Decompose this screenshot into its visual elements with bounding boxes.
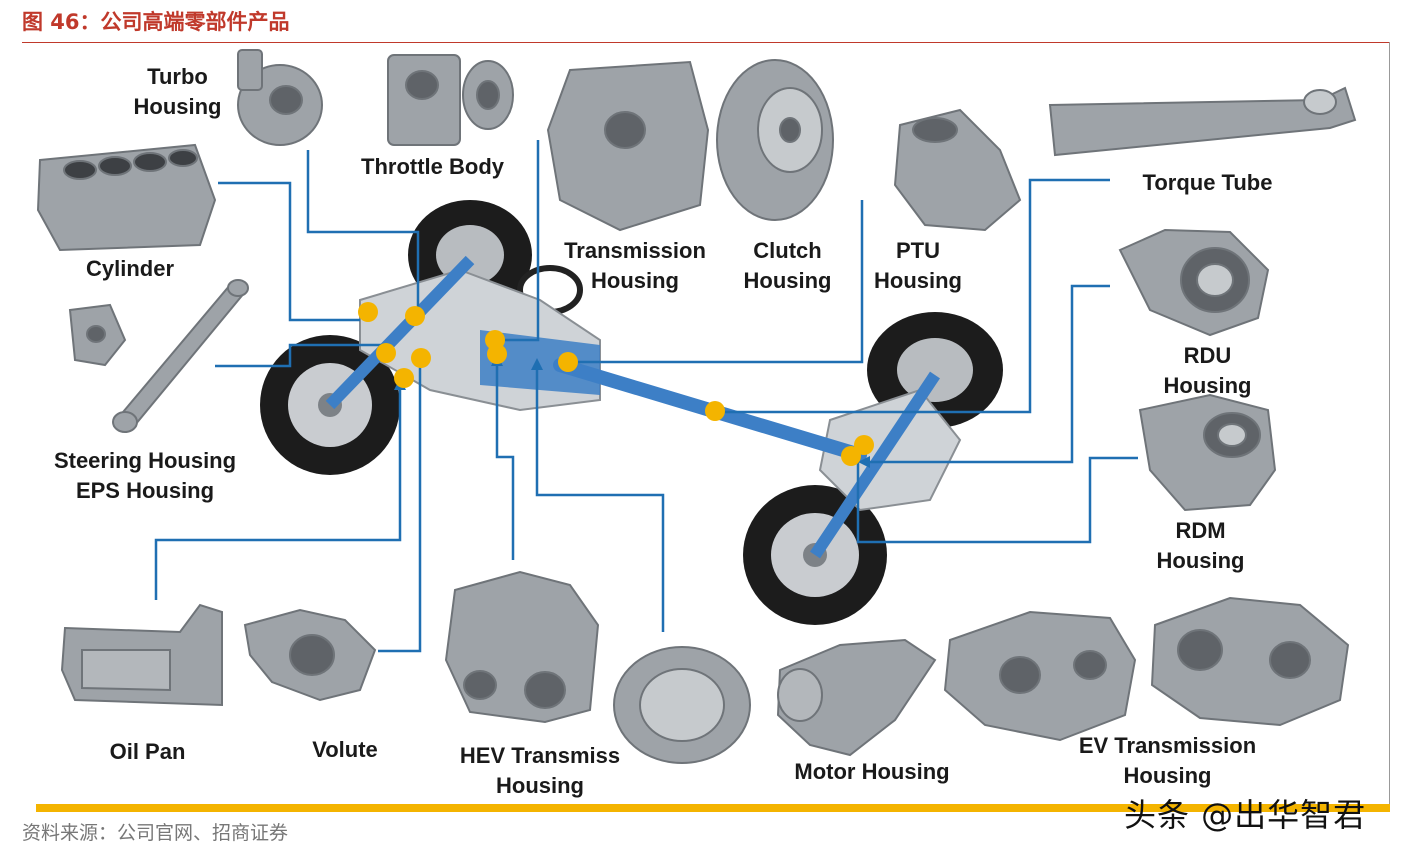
watermark: 头条 @出华智君	[1124, 796, 1367, 834]
oil-pan-image	[60, 603, 223, 707]
figure-title: 图 46：公司高端零部件产品	[22, 10, 290, 34]
steering-housing-image	[68, 279, 249, 433]
bottom-band	[36, 804, 1390, 812]
clutch-housing-image	[716, 59, 834, 221]
leader-motor	[535, 362, 665, 632]
label-text: Housing	[1123, 763, 1212, 788]
label-text: Housing	[1163, 373, 1252, 398]
marker-cylinder	[358, 302, 378, 322]
marker-hev	[487, 344, 507, 364]
ptu-housing-image	[893, 108, 1022, 232]
label-text: PTU	[896, 238, 940, 263]
cylinder-block-image	[36, 143, 217, 252]
label-volute: Volute	[295, 735, 395, 765]
rdm-housing-image	[1138, 393, 1277, 512]
marker-torque	[705, 401, 725, 421]
transmission-body	[480, 330, 600, 395]
label-transmission-housing: Transmission Housing	[560, 236, 710, 296]
label-text: Housing	[1156, 548, 1245, 573]
leader-turbo	[306, 150, 420, 318]
label-torque-tube: Torque Tube	[1125, 168, 1290, 198]
volute-image	[243, 608, 377, 702]
leader-ptu	[570, 200, 864, 364]
bell-housing-image	[613, 646, 751, 764]
marker-ptu	[558, 352, 578, 372]
source-note: 资料来源：公司官网、招商证券	[22, 822, 289, 844]
label-clutch-housing: Clutch Housing	[735, 236, 840, 296]
arrow-rdu	[858, 456, 870, 468]
label-ev-transmission-housing: EV Transmission Housing	[1070, 731, 1265, 791]
throttle-body-image	[387, 54, 514, 146]
turbo-housing-image	[237, 49, 323, 146]
label-text: Volute	[312, 737, 378, 762]
motor-housing-image	[776, 638, 937, 757]
label-text: RDU	[1183, 343, 1232, 368]
leader-hev	[495, 358, 515, 560]
label-text: Housing	[496, 773, 584, 798]
ev-transmission-housing-image-1	[943, 610, 1137, 742]
leader-oilpan	[154, 382, 402, 600]
leader-rdu	[862, 284, 1110, 464]
label-cylinder: Cylinder	[80, 254, 180, 284]
label-text: HEV Transmiss	[459, 743, 621, 768]
leader-steering	[215, 343, 385, 368]
label-text: Housing	[743, 268, 832, 293]
label-text: Motor Housing	[794, 759, 950, 784]
title-rule	[22, 42, 1390, 43]
label-text: Housing	[591, 268, 679, 293]
marker-steering	[376, 343, 396, 363]
hev-transmission-housing-image	[444, 570, 600, 724]
label-text: Transmission	[564, 238, 706, 263]
leader-transmission	[497, 140, 540, 342]
label-text: Throttle Body	[361, 154, 504, 179]
label-text: Housing	[874, 268, 962, 293]
label-ptu-housing: PTU Housing	[868, 236, 968, 296]
leader-rdm	[856, 452, 1138, 544]
label-turbo-housing: Turbo Housing	[130, 62, 225, 122]
ev-transmission-housing-image-2	[1150, 596, 1350, 727]
marker-turbo	[405, 306, 425, 326]
marker-rdm	[841, 446, 861, 466]
marker-volute	[411, 348, 431, 368]
label-rdm-housing: RDM Housing	[1148, 516, 1253, 576]
label-text: Torque Tube	[1142, 170, 1273, 195]
label-text: EV Transmission	[1078, 733, 1257, 758]
label-rdu-housing: RDU Housing	[1155, 341, 1260, 401]
label-text: Steering Housing	[53, 448, 237, 473]
leader-torque	[715, 178, 1110, 414]
frame-rule	[1389, 42, 1390, 812]
label-throttle-body: Throttle Body	[355, 152, 510, 182]
label-text: RDM	[1175, 518, 1226, 543]
arrow-motor	[531, 358, 543, 370]
label-text: Cylinder	[85, 256, 175, 281]
rdu-housing-image	[1118, 228, 1270, 337]
marker-oilpan	[394, 368, 414, 388]
label-text: Turbo	[147, 64, 208, 89]
label-text: Clutch	[753, 238, 822, 263]
torque-tube-image	[1048, 86, 1357, 157]
label-text: EPS Housing	[75, 478, 215, 503]
leader-volute	[378, 360, 422, 653]
label-text: Oil Pan	[109, 739, 186, 764]
leader-lines	[154, 140, 1138, 653]
transmission-housing-image	[546, 60, 710, 232]
label-hev-transmission-housing: HEV Transmiss Housing	[440, 741, 640, 801]
label-oil-pan: Oil Pan	[95, 737, 200, 767]
label-text: Housing	[133, 94, 222, 119]
leader-cylinder	[218, 181, 360, 322]
label-motor-housing: Motor Housing	[782, 757, 962, 787]
label-steering-housing: Steering Housing EPS Housing	[40, 446, 250, 506]
